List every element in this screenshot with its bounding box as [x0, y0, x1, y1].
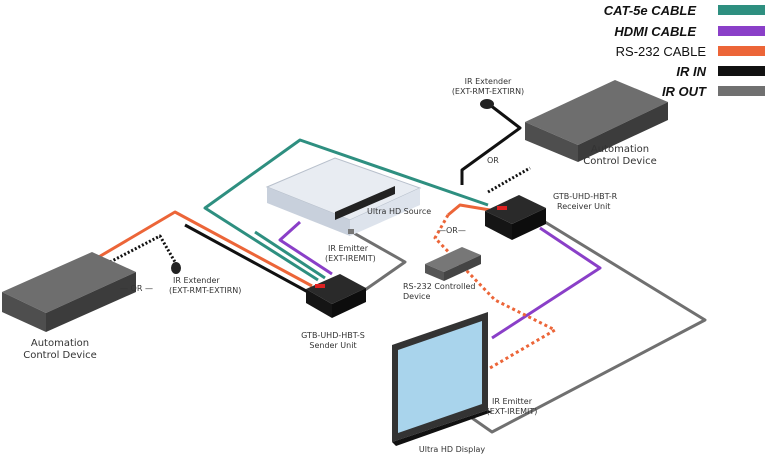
legend-swatch-ir-in [718, 66, 765, 76]
ir-emitter-right-model: (EXT-IREMIT) [487, 407, 538, 416]
ir-extender-right-label: IR Extender [465, 77, 512, 86]
hdmi-cable-display [491, 226, 602, 340]
ir-out-cable-right [471, 220, 707, 434]
ir-extender-right-icon [480, 99, 494, 109]
ir-out-cable-left [351, 230, 407, 294]
legend-ir-in: IR IN [676, 64, 706, 79]
ir-extender-right-model: (EXT-RMT-EXTIRN) [452, 87, 524, 96]
legend-rs232: RS-232 CABLE [616, 44, 707, 59]
ir-extender-left-label: IR Extender [173, 276, 220, 285]
ir-emitter-left-model: (EXT-IREMIT) [325, 254, 376, 263]
ir-in-cable-right [460, 103, 522, 185]
or-right-label: OR [487, 156, 499, 165]
rs232-cable-left [96, 210, 313, 288]
cat5e-cable-2 [254, 230, 326, 280]
ir-emitter-left-icon [348, 229, 354, 234]
ir-in-cable-left-dotted [109, 234, 177, 264]
cat5e-cable [203, 138, 489, 282]
rs232-cable-right-dotted [433, 214, 557, 370]
legend-swatch-ir-out [718, 86, 765, 96]
ir-in-cable-left [184, 223, 309, 294]
or-middle-label: —OR— [438, 226, 466, 235]
legend-swatch-hdmi [718, 26, 765, 36]
legend-ir-out: IR OUT [662, 84, 707, 99]
automation-left-label-2: Control Device [23, 350, 97, 361]
ultra-hd-source [265, 157, 422, 236]
rs232-controlled-device [425, 247, 481, 281]
automation-control-device-right [525, 80, 668, 162]
ir-in-cable-right-dotted [487, 166, 531, 194]
display-label: Ultra HD Display [419, 445, 485, 454]
rs232-device-label: RS-232 Controlled [403, 282, 475, 291]
automation-right-label: Automation [591, 144, 649, 155]
hdmi-cable-source [278, 220, 333, 276]
source-label: Ultra HD Source [367, 207, 431, 216]
legend-swatch-rs232 [718, 46, 765, 56]
sender-label-2: Sender Unit [309, 341, 356, 350]
ir-extender-left-icon [171, 262, 181, 274]
sender-label: GTB-UHD-HBT-S [301, 331, 365, 340]
ir-extender-left-model: (EXT-RMT-EXTIRN) [169, 286, 241, 295]
ultra-hd-display [392, 312, 492, 446]
legend-swatch-cat5e [718, 5, 765, 15]
receiver-label: GTB-UHD-HBT-R [553, 192, 618, 201]
legend: CAT-5e CABLE HDMI CABLE RS-232 CABLE IR … [604, 3, 765, 99]
legend-hdmi: HDMI CABLE [614, 24, 696, 39]
rs232-device-label-2: Device [403, 292, 430, 301]
legend-cat5e: CAT-5e CABLE [604, 3, 697, 18]
automation-right-label-2: Control Device [583, 156, 657, 167]
or-left-label: — OR — [120, 284, 153, 293]
automation-control-device-left [2, 252, 136, 332]
receiver-unit [485, 195, 546, 240]
receiver-label-2: Receiver Unit [557, 202, 610, 211]
automation-left-label: Automation [31, 338, 89, 349]
rs232-cable-right [447, 203, 491, 217]
ir-emitter-left-label: IR Emitter [328, 244, 369, 253]
sender-unit [306, 274, 366, 318]
ir-emitter-right-label: IR Emitter [492, 397, 533, 406]
